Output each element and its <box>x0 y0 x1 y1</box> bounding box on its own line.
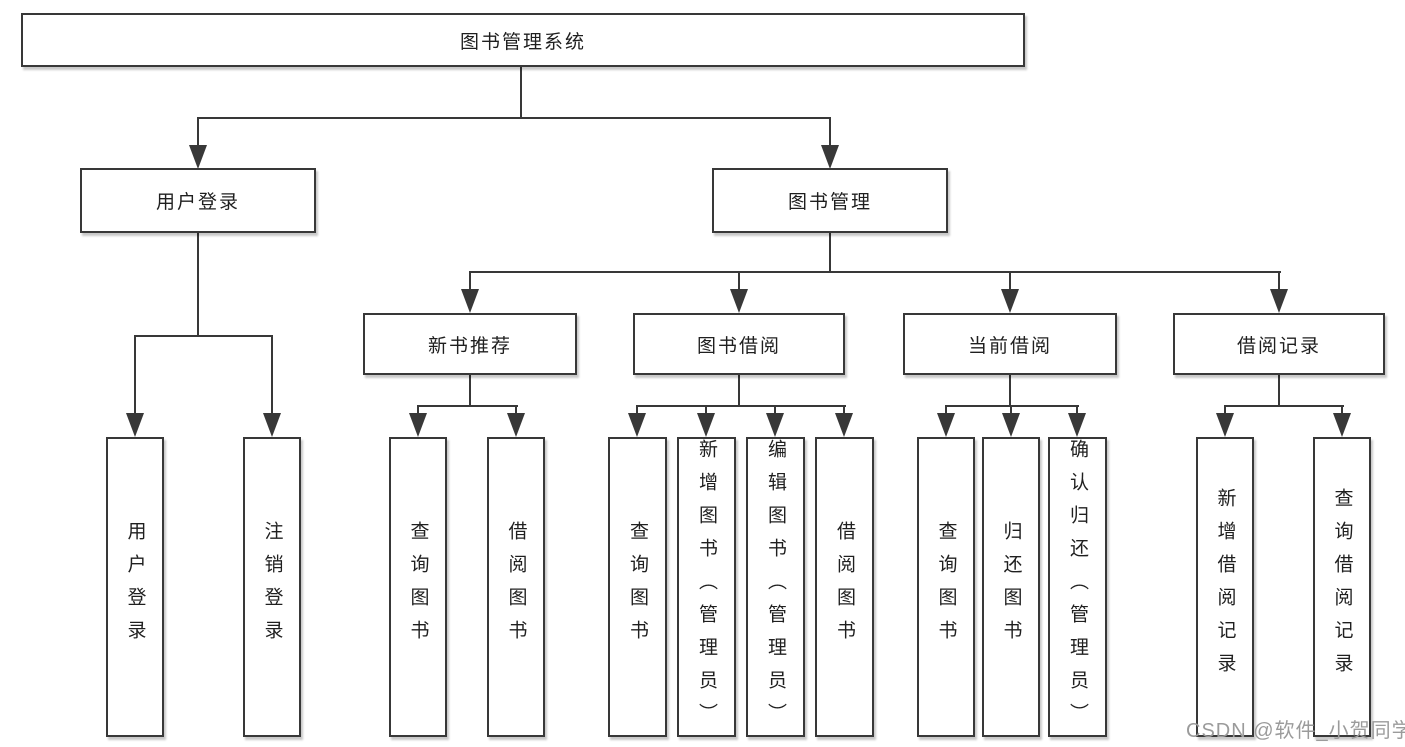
leaf-user-login: 用户登录 <box>106 437 164 737</box>
connector-book-borrow-stem <box>738 375 740 407</box>
leaf-query-books-borrowing-label: 查询图书 <box>627 521 648 653</box>
connector-stub-leaf <box>945 405 947 417</box>
leaf-logout-label: 注销登录 <box>261 521 283 653</box>
leaf-add-book-admin-label: 新增图书（管理员） <box>696 439 717 736</box>
leaf-user-login-label: 用户登录 <box>124 521 146 653</box>
connector-stub-leaf <box>1341 405 1343 417</box>
arrowhead <box>766 413 784 437</box>
leaf-return-books: 归还图书 <box>982 437 1040 737</box>
leaf-logout: 注销登录 <box>243 437 301 737</box>
node-book-borrowing-label: 图书借阅 <box>696 335 781 357</box>
node-new-book-recommend-label: 新书推荐 <box>427 335 512 357</box>
leaf-add-book-admin: 新增图书（管理员） <box>677 437 736 737</box>
arrowhead <box>628 413 646 437</box>
leaf-borrow-books-recommend-label: 借阅图书 <box>505 521 527 653</box>
connector-stub-leaf <box>705 405 707 417</box>
csdn-watermark: CSDN @软件_小贺同学 <box>1186 720 1405 742</box>
leaf-edit-book-admin-label: 编辑图书（管理员） <box>765 439 786 736</box>
connector-user-login-split <box>134 335 273 337</box>
connector-stub-leaf <box>271 335 273 415</box>
arrowhead <box>1270 289 1288 313</box>
arrowhead <box>1002 413 1020 437</box>
leaf-query-books-current-label: 查询图书 <box>935 521 957 653</box>
connector-borrow-records-split <box>1224 405 1344 407</box>
node-book-management-label: 图书管理 <box>787 192 872 213</box>
leaf-query-books-recommend-label: 查询图书 <box>407 521 429 653</box>
node-current-borrowing-label: 当前借阅 <box>967 335 1052 357</box>
leaf-query-books-current: 查询图书 <box>917 437 975 737</box>
arrowhead <box>461 289 479 313</box>
leaf-query-borrow-record: 查询借阅记录 <box>1313 437 1371 737</box>
connector-book-borrow-split <box>636 405 846 407</box>
leaf-confirm-return-admin: 确认归还（管理员） <box>1048 437 1107 737</box>
leaf-query-borrow-record-label: 查询借阅记录 <box>1331 488 1353 686</box>
connector-current-borrow-stem <box>1009 375 1011 407</box>
arrowhead <box>937 413 955 437</box>
connector-root-split <box>197 117 831 119</box>
arrowhead <box>507 413 525 437</box>
arrowhead <box>189 145 207 169</box>
connector-stub-borrow-records <box>1278 271 1280 293</box>
node-borrowing-records: 借阅记录 <box>1173 313 1385 375</box>
connector-stub-leaf <box>1224 405 1226 417</box>
connector-stub-book-management <box>829 117 831 147</box>
arrowhead <box>1068 413 1086 437</box>
leaf-query-books-recommend: 查询图书 <box>389 437 447 737</box>
arrowhead <box>1216 413 1234 437</box>
connector-stub-leaf <box>1010 405 1012 417</box>
connector-stub-leaf <box>134 335 136 415</box>
node-user-login: 用户登录 <box>80 168 316 233</box>
arrowhead <box>730 289 748 313</box>
connector-stub-current-borrow <box>1009 271 1011 293</box>
connector-stub-leaf <box>515 405 517 417</box>
leaf-edit-book-admin: 编辑图书（管理员） <box>746 437 805 737</box>
node-book-borrowing: 图书借阅 <box>633 313 845 375</box>
connector-stub-leaf <box>417 405 419 417</box>
connector-current-borrow-split <box>945 405 1079 407</box>
node-borrowing-records-label: 借阅记录 <box>1236 335 1321 357</box>
node-book-management: 图书管理 <box>712 168 948 233</box>
arrowhead <box>126 413 144 437</box>
arrowhead <box>1001 289 1019 313</box>
connector-stub-new-book <box>469 271 471 293</box>
node-new-book-recommend: 新书推荐 <box>363 313 577 375</box>
arrowhead <box>697 413 715 437</box>
arrowhead <box>835 413 853 437</box>
connector-user-login-stem <box>197 233 199 336</box>
connector-stub-leaf <box>636 405 638 417</box>
leaf-borrow-books-borrowing: 借阅图书 <box>815 437 874 737</box>
connector-root-stem <box>520 67 522 118</box>
leaf-borrow-books-borrowing-label: 借阅图书 <box>834 521 855 653</box>
arrowhead <box>1333 413 1351 437</box>
connector-stub-leaf <box>843 405 845 417</box>
leaf-add-borrow-record-label: 新增借阅记录 <box>1214 488 1236 686</box>
connector-stub-book-borrow <box>738 271 740 293</box>
node-root-label: 图书管理系统 <box>459 31 586 53</box>
leaf-confirm-return-admin-label: 确认归还（管理员） <box>1067 439 1088 736</box>
leaf-add-borrow-record: 新增借阅记录 <box>1196 437 1254 737</box>
leaf-borrow-books-recommend: 借阅图书 <box>487 437 545 737</box>
connector-new-book-stem <box>469 375 471 407</box>
connector-book-management-stem <box>829 233 831 273</box>
arrowhead <box>409 413 427 437</box>
arrowhead <box>263 413 281 437</box>
node-user-login-label: 用户登录 <box>155 192 240 213</box>
connector-new-book-split <box>417 405 518 407</box>
node-current-borrowing: 当前借阅 <box>903 313 1117 375</box>
arrowhead <box>821 145 839 169</box>
node-root: 图书管理系统 <box>21 13 1025 67</box>
connector-borrow-records-stem <box>1278 375 1280 407</box>
leaf-query-books-borrowing: 查询图书 <box>608 437 667 737</box>
connector-level3-split <box>469 271 1281 273</box>
connector-stub-leaf <box>774 405 776 417</box>
leaf-return-books-label: 归还图书 <box>1000 521 1022 653</box>
connector-stub-leaf <box>1076 405 1078 417</box>
connector-stub-user-login <box>197 117 199 147</box>
